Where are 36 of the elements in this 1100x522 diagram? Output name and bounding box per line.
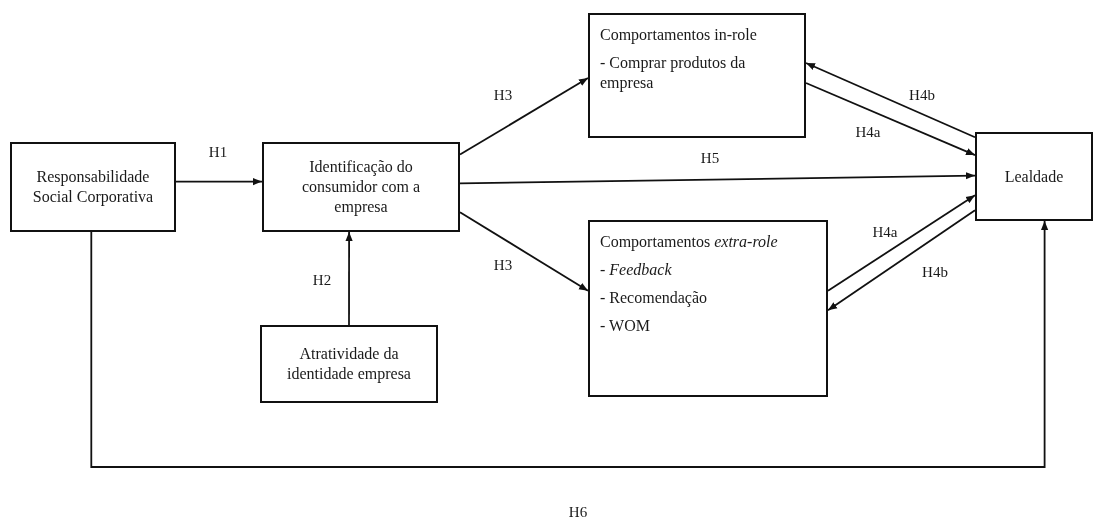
arrow: [827, 209, 976, 312]
concept-box: [260, 325, 438, 403]
edge-label: H3: [493, 86, 513, 104]
box-text: - WOM: [600, 316, 650, 336]
arrow: [459, 172, 976, 185]
concept-box: [588, 13, 806, 138]
arrow: [459, 211, 589, 292]
edge-label: H3: [493, 256, 513, 274]
arrow: [805, 82, 976, 156]
arrow: [345, 231, 353, 326]
edge-label: H4a: [855, 123, 881, 141]
arrow: [175, 178, 263, 186]
arrow: [805, 62, 976, 139]
box-text: Responsabilidade Social Corporativa: [31, 167, 155, 207]
box-text: Lealdade: [1004, 166, 1064, 187]
concept-box: [975, 132, 1093, 221]
edge-label: H4a: [872, 223, 898, 241]
box-text: - Feedback: [600, 260, 672, 280]
edge-label: H5: [700, 149, 720, 167]
arrow: [459, 77, 589, 156]
box-text: Comportamentos in-role: [600, 25, 757, 45]
box-text: Atratividade da identidade empresa: [286, 344, 412, 384]
box-text: Comportamentos extra-role: [600, 232, 778, 252]
concept-box: [588, 220, 828, 397]
arrow: [827, 194, 976, 292]
arrow: [90, 220, 1049, 468]
edge-label: H6: [568, 503, 588, 521]
concept-box: [262, 142, 460, 232]
concept-box: [10, 142, 176, 232]
edge-label: H4b: [922, 263, 948, 281]
edge-label: H4b: [909, 86, 935, 104]
box-text: Identificação do consumidor com a empresa: [300, 157, 422, 217]
box-text: - Recomendação: [600, 288, 708, 308]
edge-label: H1: [208, 143, 228, 161]
box-text: - Comprar produtos da empresa: [600, 53, 747, 93]
edge-label: H2: [312, 271, 332, 289]
